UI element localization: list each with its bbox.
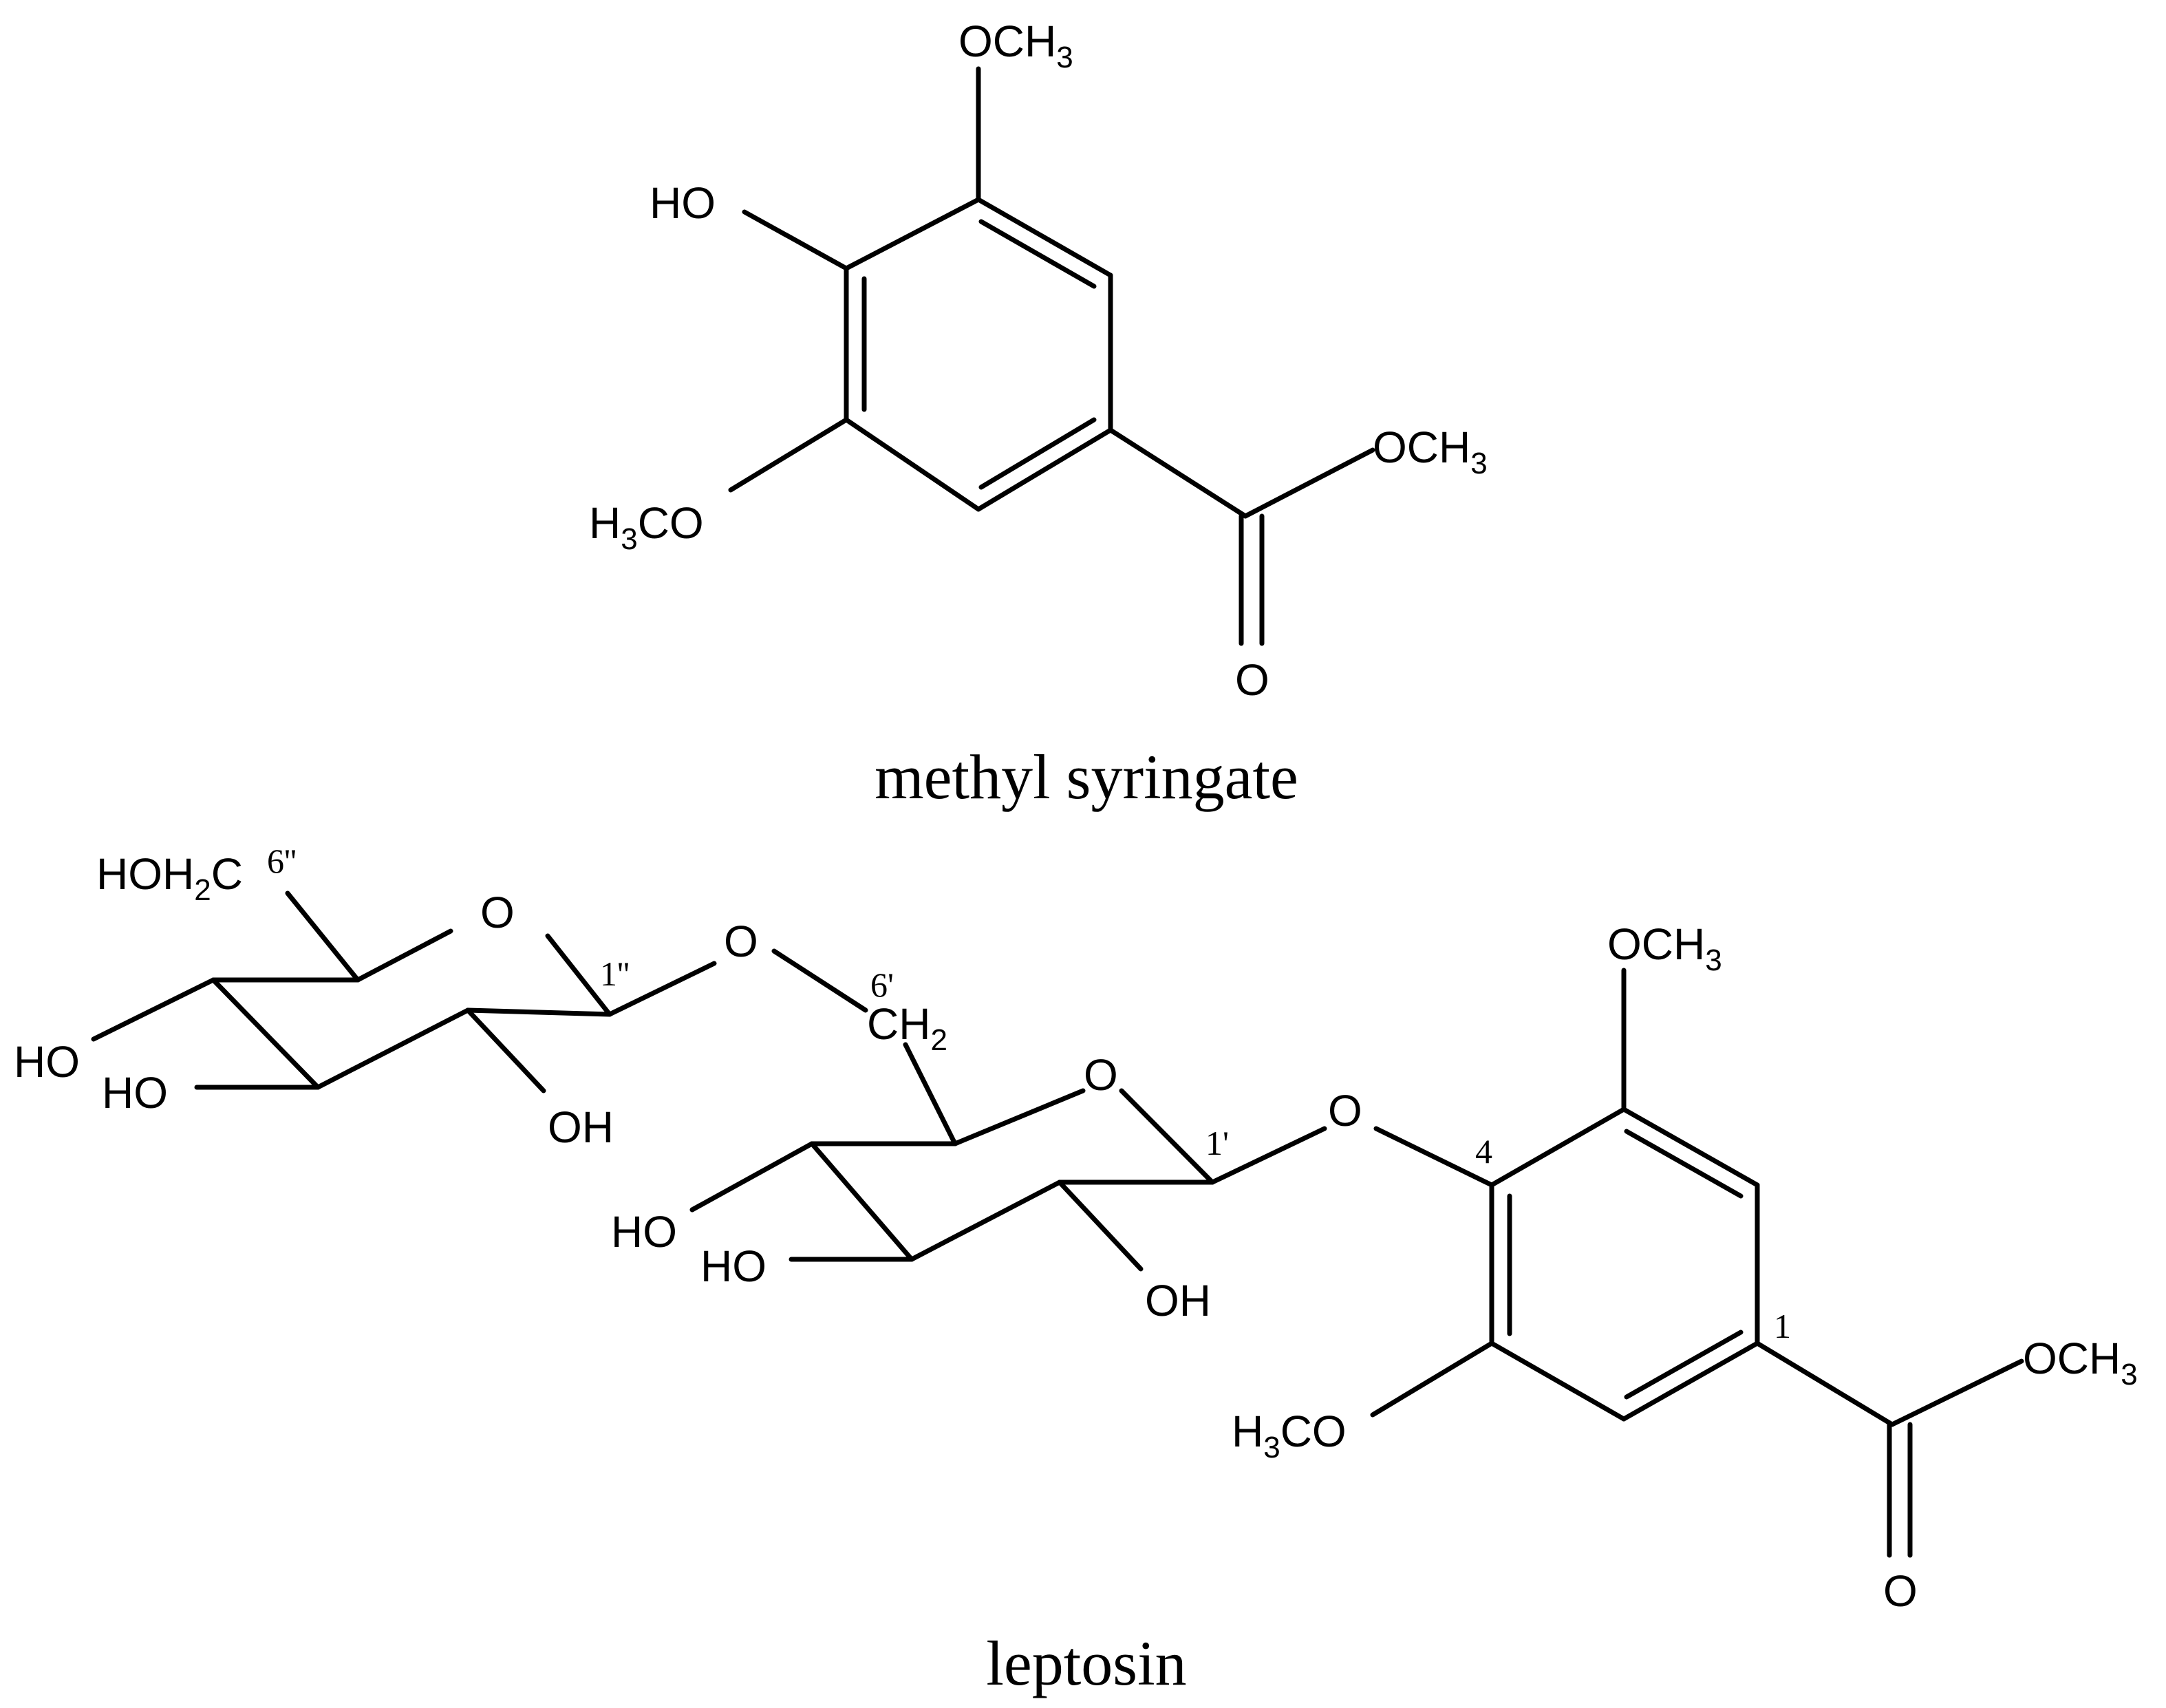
- position-locant: 6': [870, 965, 894, 1004]
- carbonyl-oxygen-label: O: [1883, 1566, 1918, 1616]
- glycosidic-bond: [607, 961, 717, 1017]
- sugar-ring-bond: [545, 933, 612, 1017]
- sugar-ring-bond: [909, 1179, 1062, 1262]
- sugar-ring-bond: [315, 1007, 471, 1090]
- ring-bond: [976, 427, 1113, 512]
- ester-methoxy-label: OCH3: [2023, 1334, 2138, 1391]
- ester-bond: [1889, 1358, 2024, 1427]
- ring-bond: [844, 417, 981, 512]
- ring-bond: [976, 197, 1113, 278]
- hydroxyl-bond: [91, 977, 216, 1042]
- methylene-bond: [903, 1042, 958, 1146]
- hydroxyl-label: HO: [700, 1241, 766, 1291]
- methylene-label: CH2: [867, 999, 947, 1057]
- methoxy-bond: [1370, 1341, 1494, 1418]
- methoxy-label: OCH3: [1607, 919, 1722, 977]
- glycosidic-oxygen-label: O: [1328, 1086, 1362, 1135]
- carbonyl-oxygen-label: O: [1235, 655, 1269, 705]
- glycosidic-oxygen-label: O: [724, 917, 758, 966]
- hydroxyl-label: HO: [102, 1068, 168, 1118]
- methoxy-label: OCH3: [958, 17, 1073, 74]
- methoxy-label: H3CO: [1232, 1407, 1347, 1464]
- ester-bond: [1755, 1341, 1895, 1427]
- sugar-ring-bond: [952, 1088, 1086, 1146]
- ring-oxygen-label: O: [480, 888, 515, 937]
- glycosidic-bond: [1210, 1126, 1327, 1185]
- sugar-ring-bond: [211, 977, 321, 1090]
- hydroxyl-bond: [742, 209, 849, 271]
- sugar-ring-bond: [465, 1007, 612, 1017]
- leptosin-structure: HOH2C 6'' O 1'' O 6' CH2 HO HO OH O 1' O…: [14, 842, 2138, 1698]
- ring-double-bond: [978, 219, 1097, 289]
- sugar-ring-bond: [809, 1141, 914, 1262]
- hydroxyl-label: OH: [1145, 1276, 1211, 1325]
- glycosidic-bond: [771, 948, 868, 1013]
- methyl-syringate-structure: OCH3 HO H3CO OCH3 O methyl syringate: [589, 17, 1488, 812]
- ring-bond: [1489, 1107, 1627, 1188]
- hydroxyl-label: HO: [650, 178, 716, 228]
- hydroxyl-bond: [689, 1141, 815, 1213]
- ring-oxygen-label: O: [1084, 1050, 1118, 1100]
- hydroxyl-label: HO: [611, 1207, 677, 1257]
- ring-double-bond: [978, 417, 1097, 490]
- hydroxyl-bond: [1057, 1179, 1144, 1272]
- sugar-ring-bond: [355, 928, 453, 983]
- ester-bond: [1108, 427, 1248, 519]
- ring-bond: [1621, 1107, 1760, 1188]
- hydroxymethyl-label: HOH2C: [96, 849, 243, 907]
- sugar-ring-bond: [1119, 1088, 1215, 1185]
- hydroxyl-bond: [465, 1007, 546, 1093]
- position-locant: 1': [1205, 1124, 1229, 1162]
- ring-double-bond: [1624, 1129, 1744, 1199]
- aryl-ether-bond: [1373, 1126, 1494, 1188]
- position-locant: 1'': [600, 954, 630, 993]
- ring-bond: [1489, 1341, 1627, 1422]
- methoxy-label: H3CO: [589, 498, 704, 556]
- hydroxyl-label: HO: [14, 1037, 80, 1087]
- ring-bond: [844, 197, 981, 271]
- ring-double-bond: [1624, 1330, 1744, 1400]
- position-locant: 4: [1475, 1132, 1492, 1171]
- position-locant: 1: [1774, 1307, 1791, 1345]
- hydroxyl-label: OH: [548, 1102, 614, 1152]
- compound-name: leptosin: [986, 1628, 1186, 1698]
- compound-name: methyl syringate: [875, 742, 1298, 812]
- position-locant: 6'': [267, 842, 297, 880]
- ester-methoxy-label: OCH3: [1373, 423, 1488, 480]
- methoxy-bond: [728, 417, 849, 493]
- ring-bond: [1621, 1341, 1760, 1422]
- sugar-bond: [285, 890, 361, 983]
- ester-bond: [1243, 447, 1375, 519]
